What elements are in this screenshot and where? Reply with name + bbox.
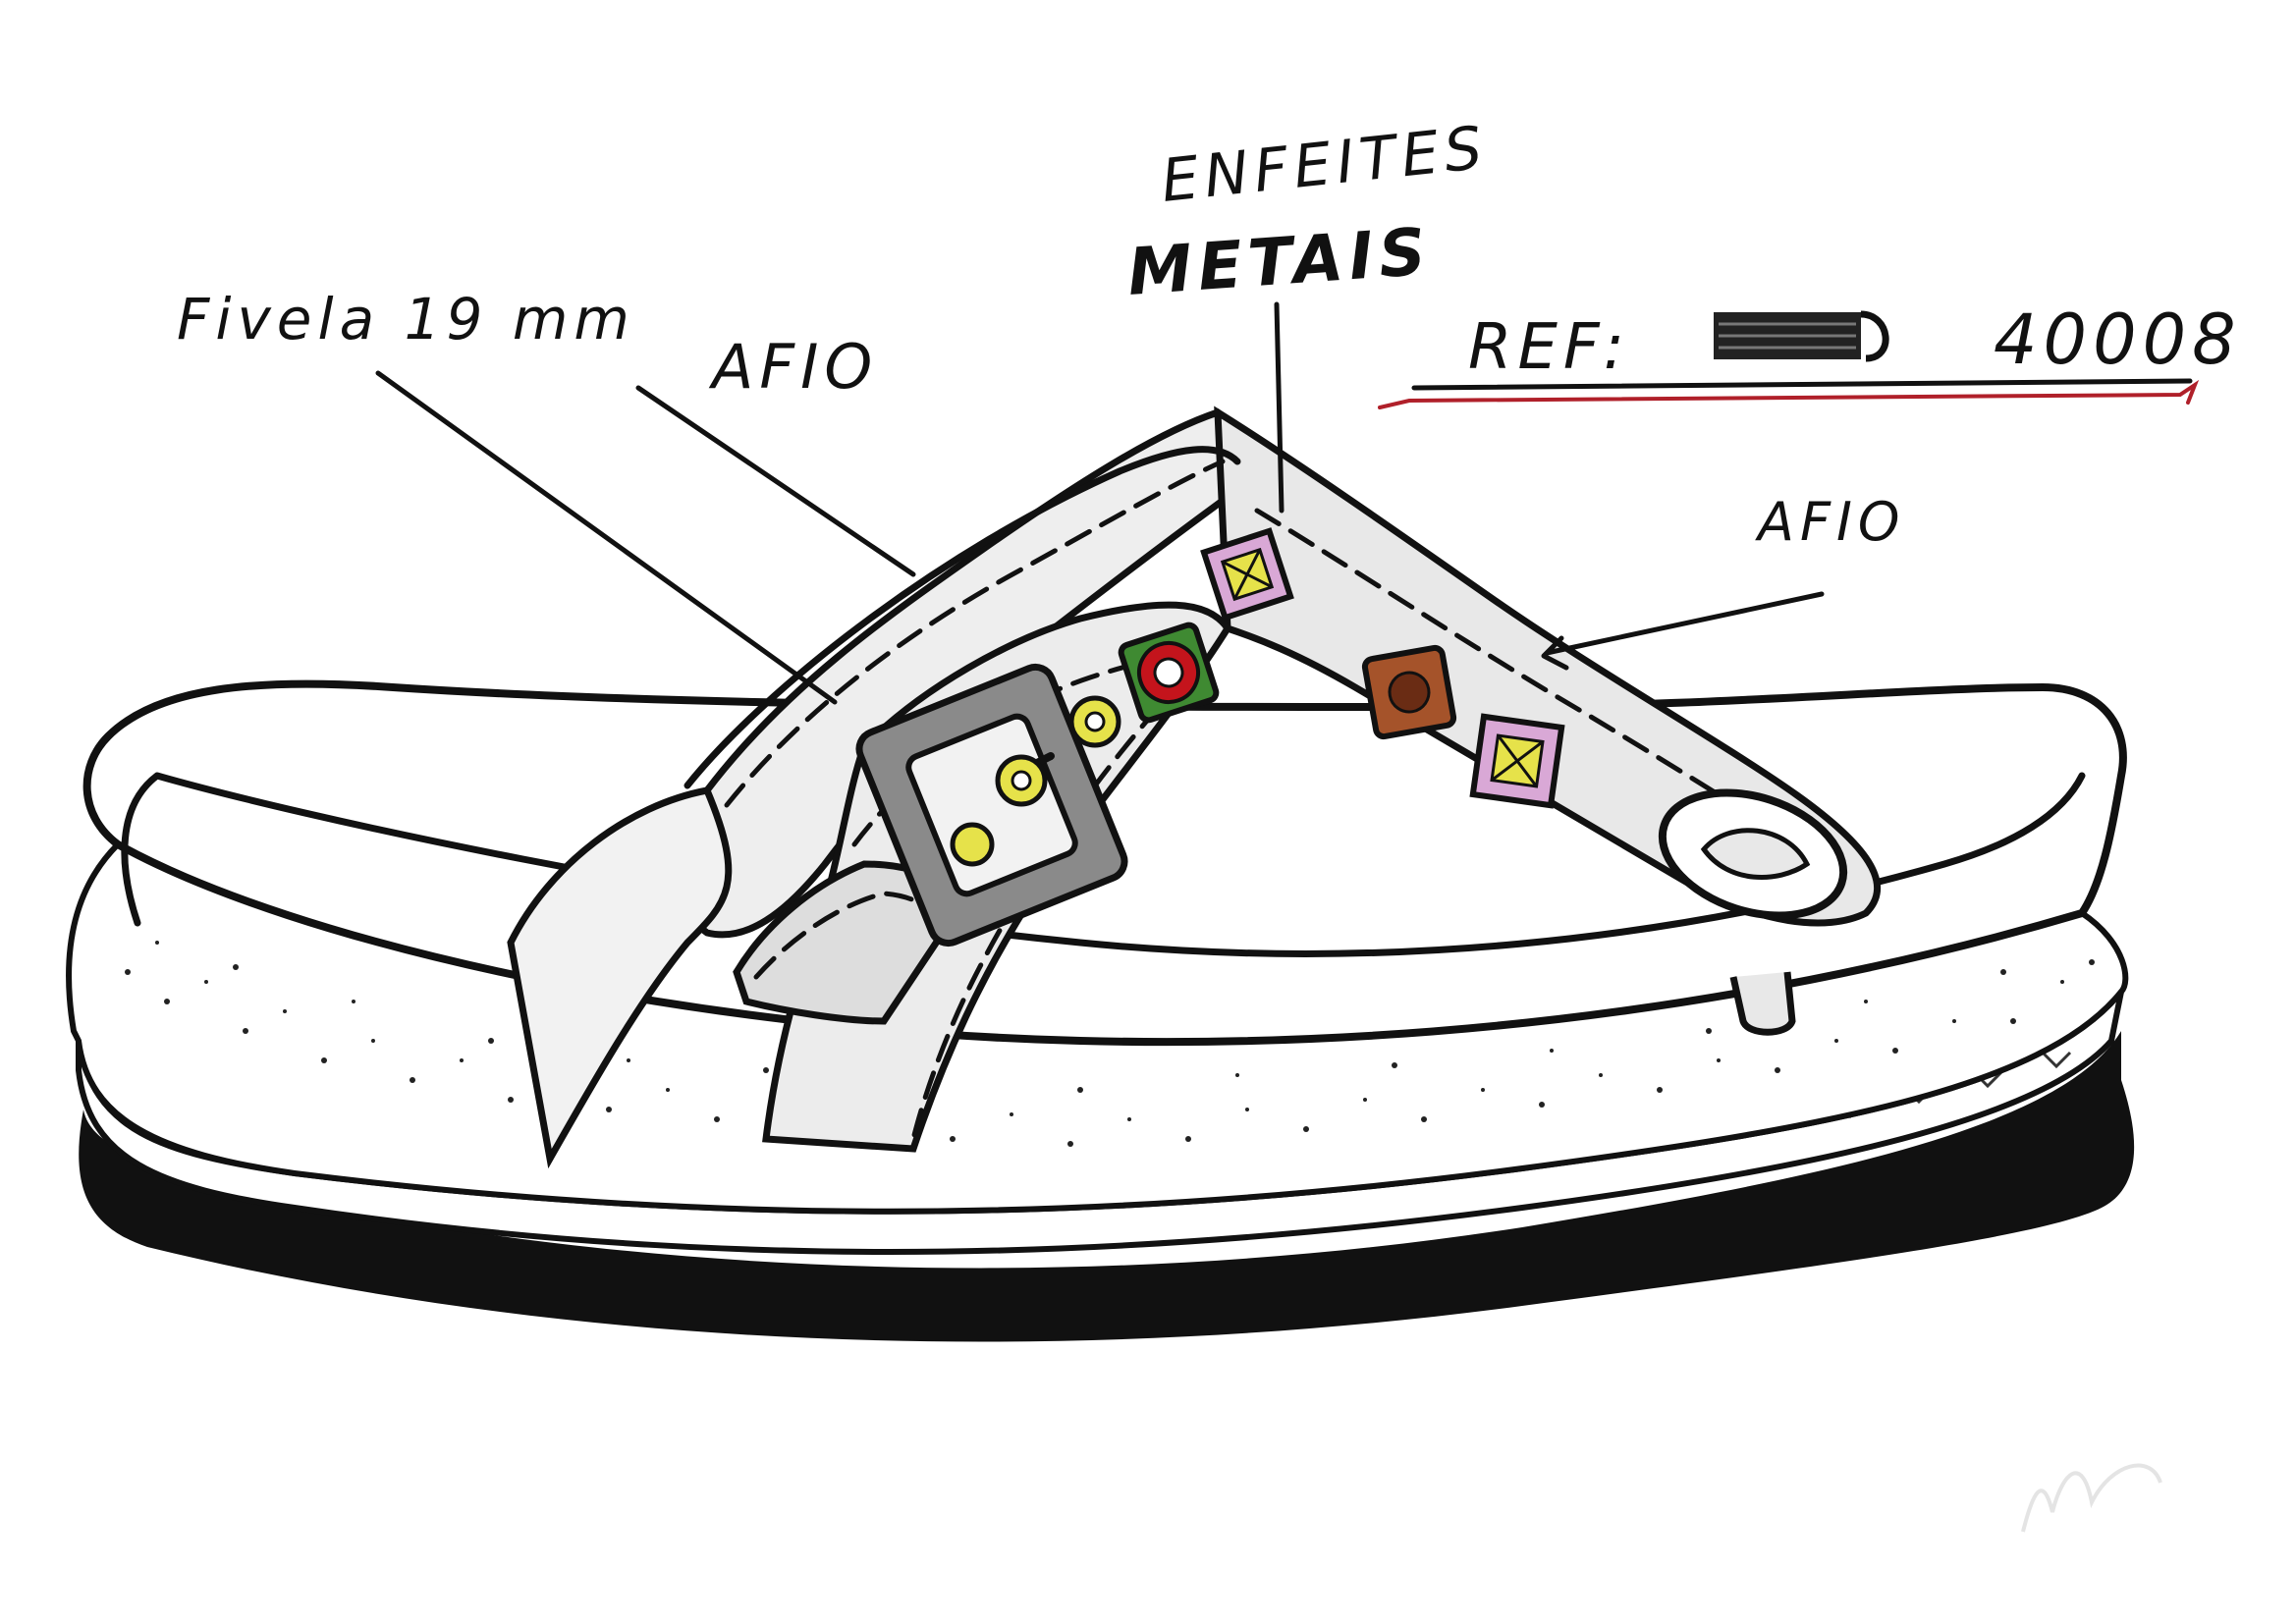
ref-underline-red: [1378, 379, 2200, 409]
leader-lines: [375, 301, 1825, 705]
sole-cork-speckle: [125, 941, 2095, 1147]
faint-signature: [2021, 1463, 2162, 1533]
stud-round-red: [1118, 622, 1220, 724]
strap-eyelets: [950, 695, 1121, 867]
upper: [507, 406, 1881, 1169]
leader-afio-right: [1541, 591, 1825, 671]
stud-square-pink-2: [1469, 713, 1565, 809]
leader-enfeites: [1274, 301, 1285, 514]
stud-square-pink-1: [1200, 527, 1294, 622]
upper-topline: [683, 446, 1241, 789]
ref-prefix: REF:: [1468, 311, 1630, 384]
toe-post: [1658, 788, 1848, 1036]
metal-studs: [1118, 527, 1565, 809]
stud-round-brown: [1361, 644, 1457, 740]
strap-stitching-side-lower: [910, 704, 1162, 1142]
strap-stitching-back: [724, 459, 1226, 808]
label-enfeites-line2: METAIS: [1125, 214, 1434, 310]
ref-number: 40008: [1994, 299, 2242, 380]
sole-outsole: [79, 1031, 2135, 1342]
strap-heel-end: [507, 786, 733, 1169]
leader-afio-top: [635, 385, 916, 577]
redacted-scribble-icon: [1714, 310, 1889, 362]
ref-underline-black: [1411, 378, 2193, 391]
label-afio-right: AFIO: [1755, 491, 1905, 553]
leader-fivela: [375, 370, 838, 705]
label-afio-top: AFIO: [708, 331, 878, 403]
footbed-inner-contour: [121, 772, 2086, 957]
label-fivela: Fivela 19 mm: [177, 286, 635, 352]
reference-block: REF: 40008: [1378, 299, 2242, 409]
label-enfeites-line1: ENFEITES: [1158, 113, 1491, 215]
